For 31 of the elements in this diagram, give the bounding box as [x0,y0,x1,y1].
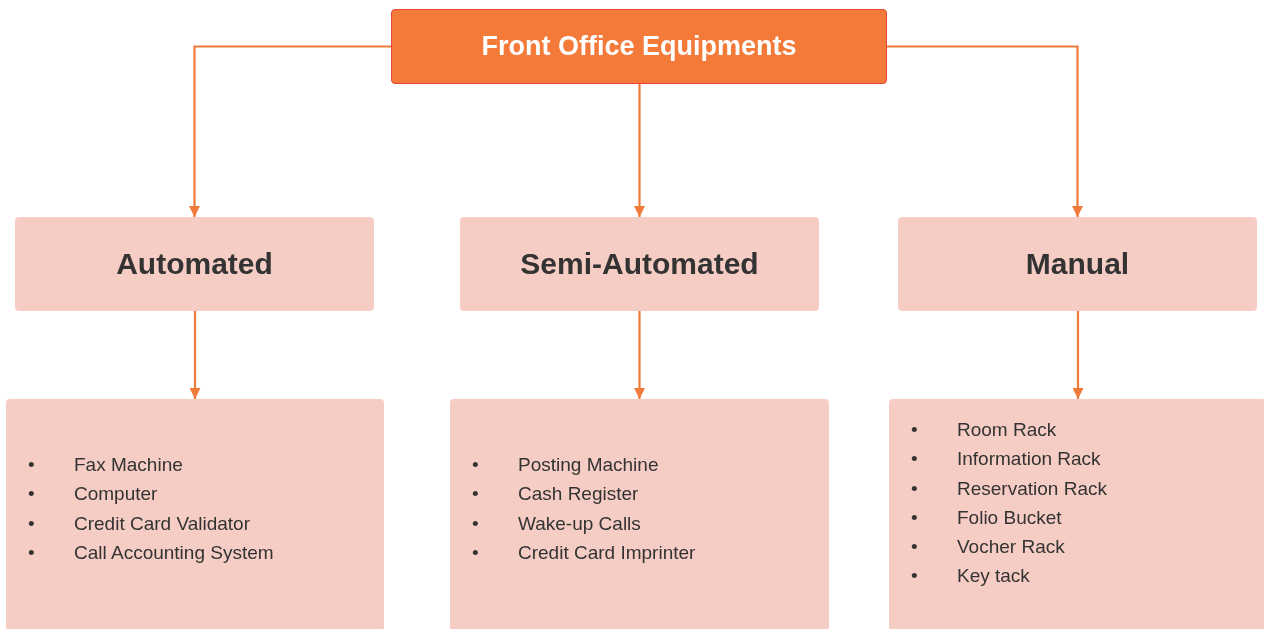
list-item: • Posting Machine [472,453,659,477]
title-text: Front Office Equipments [481,31,797,62]
arrow [634,311,645,399]
list-item: • Cash Register [472,482,639,507]
list-item: • Reservation Rack [911,476,1107,501]
category-label: Semi-Automated [520,247,759,281]
list-item: • Credit Card Validator [28,511,250,536]
category-box [898,217,1257,311]
list-item: • Room Rack [911,418,1057,442]
list-item: • Key tack [911,564,1030,589]
list-item: • Fax Machine [28,453,183,477]
arrow [887,45,1083,217]
list-item: • Vocher Rack [911,535,1065,560]
category-label: Automated [116,247,273,281]
list-box [889,399,1264,629]
category-box [460,217,819,311]
list-item: • Information Rack [911,447,1101,472]
list-item: • Credit Card Imprinter [472,540,696,565]
list-item: • Computer [28,482,158,507]
list-item: • Folio Bucket [911,505,1062,530]
arrow [634,84,645,217]
list-item: • Wake-up Calls [472,511,641,536]
list-box [450,399,829,629]
title-box [391,9,887,84]
list-box [6,399,384,629]
arrow [1072,311,1084,399]
arrow [189,45,391,217]
list-item: • Call Accounting System [28,540,274,565]
category-box [15,217,374,311]
arrow [189,311,201,399]
category-label: Manual [1025,247,1130,281]
